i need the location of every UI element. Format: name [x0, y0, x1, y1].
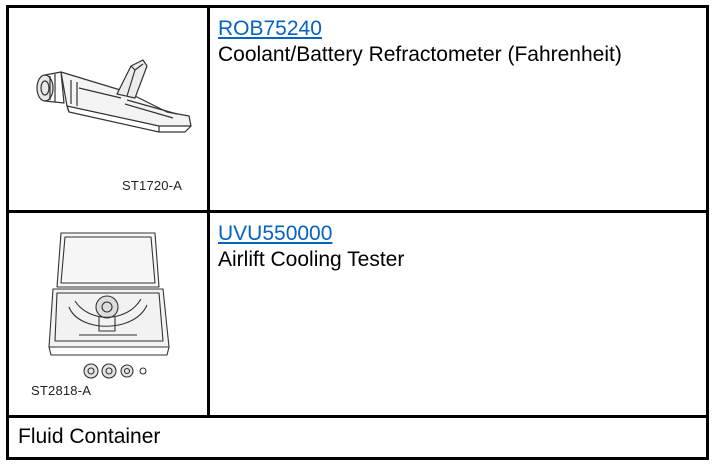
- tool-description: Coolant/Battery Refractometer (Fahrenhei…: [218, 43, 622, 66]
- refractometer-illustration: [36, 59, 192, 133]
- tool-row-refractometer: ST1720-A ROB75240 Coolant/Battery Refrac…: [9, 8, 706, 213]
- tool-image-cell: ST2818-A: [9, 213, 210, 415]
- tool-info-cell: UVU550000 Airlift Cooling Tester: [210, 213, 706, 415]
- tool-info-cell: ROB75240 Coolant/Battery Refractometer (…: [210, 8, 706, 210]
- figure-code: ST2818-A: [31, 383, 92, 398]
- figure-code: ST1720-A: [122, 178, 183, 193]
- tool-row-fluid-container: Fluid Container: [9, 418, 706, 457]
- tool-row-cooling-tester: ST2818-A UVU550000 Airlift Cooling Teste…: [9, 213, 706, 418]
- part-number-link[interactable]: UVU550000: [218, 222, 333, 245]
- cooling-tester-kit-illustration: [48, 232, 170, 379]
- special-tools-table: ST1720-A ROB75240 Coolant/Battery Refrac…: [6, 5, 709, 460]
- tool-description: Airlift Cooling Tester: [218, 248, 405, 271]
- part-number-link[interactable]: ROB75240: [218, 17, 322, 40]
- fluid-container-label: Fluid Container: [18, 425, 161, 448]
- tool-image-cell: ST1720-A: [9, 8, 210, 210]
